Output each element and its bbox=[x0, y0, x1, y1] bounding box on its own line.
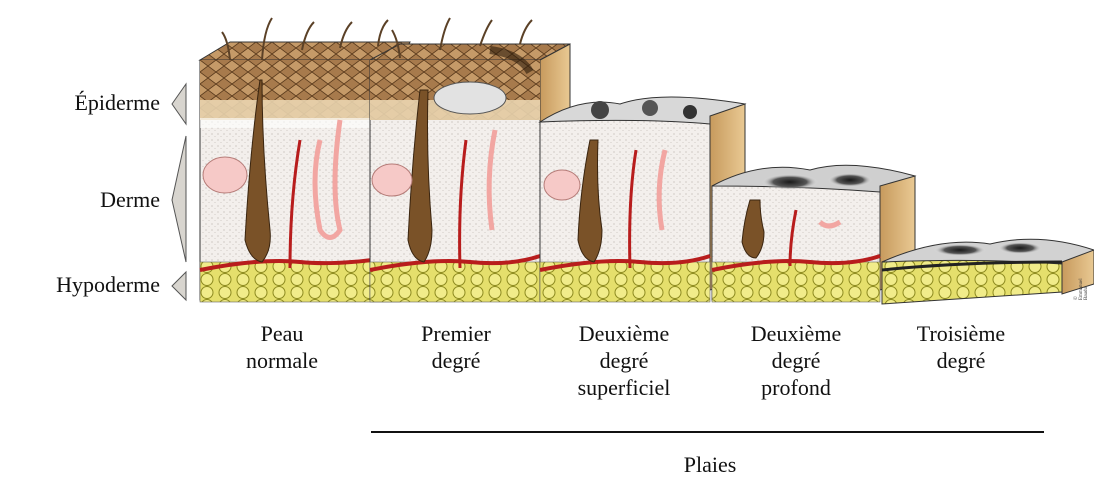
caption-troisieme-degre: Troisième degré bbox=[876, 320, 1046, 374]
hypoderme-bracket bbox=[172, 272, 186, 300]
caption-peau-normale: Peau normale bbox=[197, 320, 367, 374]
epiderme-bracket bbox=[172, 84, 186, 124]
plaies-bracket-line bbox=[371, 431, 1044, 433]
label-epiderme: Épiderme bbox=[0, 92, 160, 114]
label-derme: Derme bbox=[0, 189, 160, 211]
caption-line: Troisième bbox=[876, 320, 1046, 347]
caption-line: Deuxième bbox=[539, 320, 709, 347]
label-hypoderme: Hypoderme bbox=[0, 274, 160, 296]
caption-deuxieme-degre-superficiel: Deuxième degré superficiel bbox=[539, 320, 709, 401]
caption-line: degré bbox=[711, 347, 881, 374]
caption-premier-degre: Premier degré bbox=[371, 320, 541, 374]
caption-line: degré bbox=[539, 347, 709, 374]
caption-line: degré bbox=[876, 347, 1046, 374]
caption-line: Premier bbox=[371, 320, 541, 347]
caption-line: degré bbox=[371, 347, 541, 374]
credit-text: © Emmanuel Baudu bbox=[1074, 278, 1089, 300]
caption-deuxieme-degre-profond: Deuxième degré profond bbox=[711, 320, 881, 401]
caption-line: normale bbox=[197, 347, 367, 374]
layer-brackets bbox=[172, 84, 186, 300]
caption-line: profond bbox=[711, 374, 881, 401]
plaies-label: Plaies bbox=[640, 454, 780, 476]
caption-line: Peau bbox=[197, 320, 367, 347]
derme-bracket bbox=[172, 136, 186, 262]
caption-line: Deuxième bbox=[711, 320, 881, 347]
caption-line: superficiel bbox=[539, 374, 709, 401]
